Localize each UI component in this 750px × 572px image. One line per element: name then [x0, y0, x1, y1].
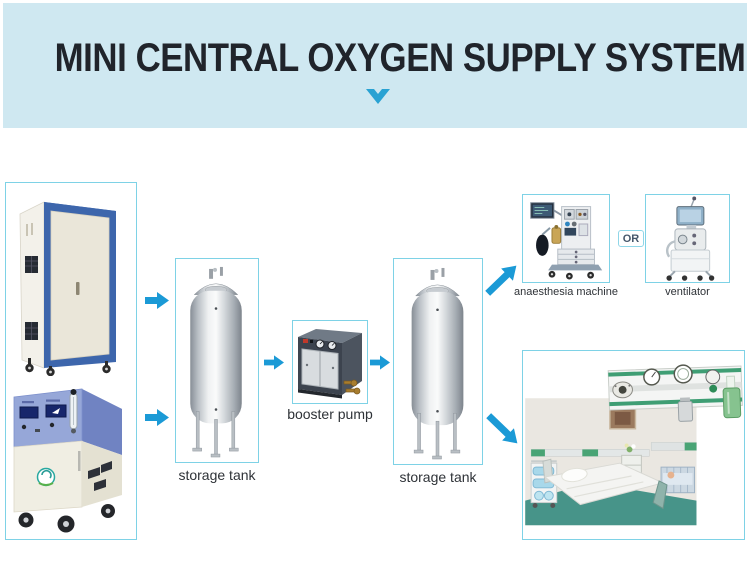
- storage-tank-2-label: storage tank: [399, 469, 477, 485]
- arrow-down-right-icon: [483, 409, 524, 449]
- anaesthesia-machine-box: [522, 194, 610, 283]
- booster-pump-box: [292, 320, 368, 404]
- booster-pump-image: [298, 329, 362, 399]
- anaesthesia-machine-label: anaesthesia machine: [514, 286, 618, 298]
- ventilator-image: [666, 196, 715, 281]
- hospital-ward-image: [525, 364, 743, 526]
- arrow-right-icon: [264, 355, 284, 370]
- booster-pump-label: booster pump: [287, 406, 373, 422]
- arrow-right-icon: [370, 355, 390, 370]
- oxygen-concentrator-image: [13, 388, 122, 533]
- arrow-right-icon: [145, 409, 169, 426]
- storage-tank-2-image: [411, 267, 464, 460]
- storage-tank-1-label: storage tank: [178, 467, 256, 483]
- chevron-down-icon: [366, 89, 390, 104]
- arrow-right-icon: [145, 292, 169, 309]
- ventilator-box: [645, 194, 730, 283]
- ventilator-label: ventilator: [665, 286, 710, 298]
- storage-tank-1-box: [175, 258, 259, 463]
- or-badge: OR: [618, 230, 644, 247]
- arrow-up-right-icon: [482, 259, 523, 299]
- storage-tank-1-image: [190, 266, 242, 458]
- hospital-ward-box: [522, 350, 745, 540]
- storage-tank-2-box: [393, 258, 483, 465]
- page-title: MINI CENTRAL OXYGEN SUPPLY SYSTEM: [54, 36, 746, 80]
- generators-box: [5, 182, 137, 540]
- anaesthesia-machine-image: [530, 202, 603, 280]
- header-band: MINI CENTRAL OXYGEN SUPPLY SYSTEM: [3, 3, 747, 128]
- oxygen-generator-cabinet-image: [19, 201, 116, 376]
